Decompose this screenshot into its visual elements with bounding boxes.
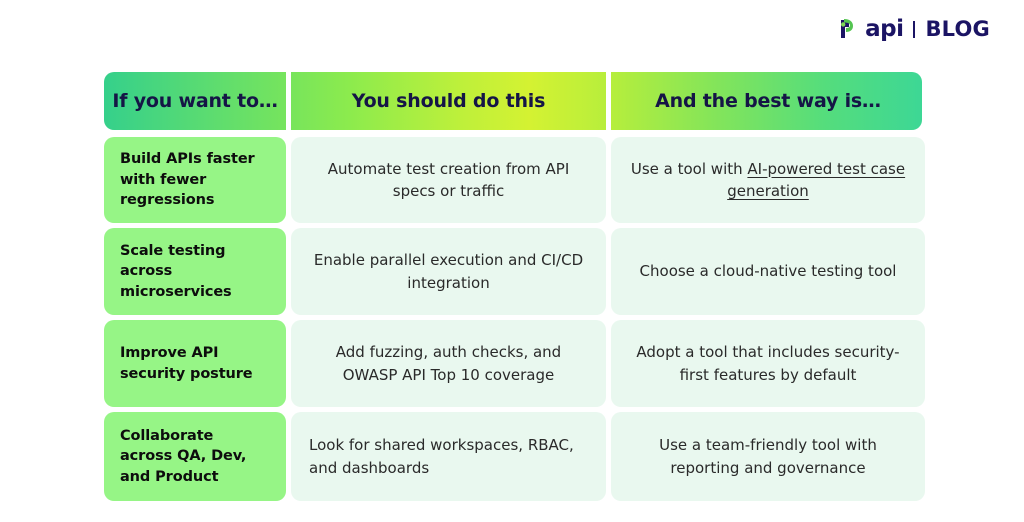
row-key-cell: Collaborate across QA, Dev, and Product [104,412,286,501]
row-best-way-cell: Use a team-friendly tool with reporting … [611,412,925,501]
logo-wordmark: api [865,15,904,42]
qapi-leaf-icon [838,18,858,40]
logo-divider [913,20,916,38]
column-header-you-should-do-this: You should do this [351,90,546,112]
column-header-if-you-want-to: If you want to… [112,90,278,112]
row-key-cell: Improve API security posture [104,320,286,407]
ai-powered-test-case-generation-link[interactable]: AI-powered test case generation [727,159,906,201]
header-divider-1 [286,72,291,130]
brand-bar: api BLOG [0,0,1024,58]
logo-section-label: BLOG [925,16,990,41]
row-best-way-cell: Choose a cloud-native testing tool [611,228,925,315]
table-row: Scale testing across microservices Enabl… [104,228,925,315]
row-action-cell: Automate test creation from API specs or… [291,137,606,223]
row-key-cell: Build APIs faster with fewer regressions [104,137,286,223]
row-action-cell: Look for shared workspaces, RBAC, and da… [291,412,606,501]
best-way-text: Use a tool with [630,159,748,178]
table-row: Improve API security posture Add fuzzing… [104,320,925,407]
row-action-cell: Add fuzzing, auth checks, and OWASP API … [291,320,606,407]
row-action-cell: Enable parallel execution and CI/CD inte… [291,228,606,315]
table-header-row: If you want to… You should do this And t… [104,72,922,130]
table-row: Collaborate across QA, Dev, and Product … [104,412,925,501]
row-key-cell: Scale testing across microservices [104,228,286,315]
column-header-and-the-best-way-is: And the best way is… [655,90,881,112]
comparison-table: If you want to… You should do this And t… [104,72,925,506]
qapi-blog-logo[interactable]: api BLOG [838,15,990,42]
header-gradient-band [104,72,922,130]
header-divider-2 [606,72,611,130]
row-best-way-cell: Use a tool with AI-powered test case gen… [611,137,925,223]
table-row: Build APIs faster with fewer regressions… [104,137,925,223]
row-best-way-cell: Adopt a tool that includes security-firs… [611,320,925,407]
